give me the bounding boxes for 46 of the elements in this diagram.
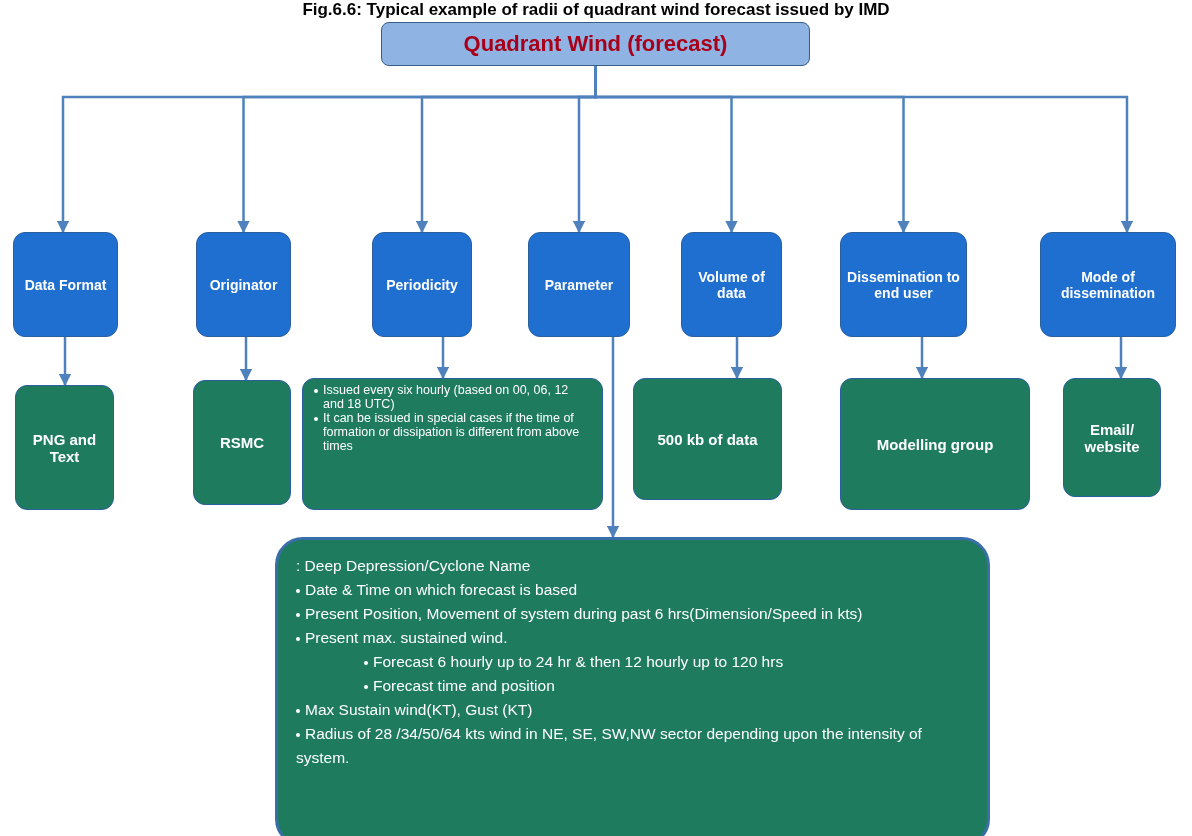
category-box — [372, 232, 472, 337]
node-text: Parameter — [544, 276, 614, 293]
connector-arrow — [58, 337, 72, 387]
node-text: Quadrant Wind (forecast) — [463, 31, 728, 57]
node-text: Radius of 28 /34/50/64 kts wind in NE, SE, SW,NW sector depending upon the intensity of system. — [296, 724, 923, 769]
result-box — [15, 385, 114, 510]
node-text: Present Position, Movement of system during past 6 hrs(Dimension/Speed in kts) — [296, 602, 863, 627]
node-text: 500 kb of data — [657, 430, 758, 448]
root-box — [381, 22, 810, 66]
category-box — [196, 232, 291, 337]
connector-arrow — [436, 337, 450, 380]
node-text: Originator — [209, 276, 278, 293]
node-text: Max Sustain wind(KT), Gust (KT) — [296, 698, 533, 723]
node-text: RSMC — [219, 434, 265, 451]
node-text: Periodicity — [386, 276, 458, 293]
category-box — [1040, 232, 1176, 337]
category-box — [840, 232, 967, 337]
node-text: Forecast time and position — [296, 674, 555, 699]
result-box — [275, 537, 990, 836]
connector-arrow — [730, 337, 744, 380]
category-box — [13, 232, 118, 337]
node-text: Present max. sustained wind. — [296, 626, 508, 651]
node-text: Forecast 6 hourly up to 24 hr & then 12 hourly up to 120 hrs — [296, 650, 784, 675]
node-text: Modelling group — [876, 435, 994, 453]
connector-arrow — [915, 337, 929, 380]
node-text: Date & Time on which forecast is based — [296, 578, 578, 603]
result-box — [1063, 378, 1161, 497]
node-text: Volume of data — [697, 268, 766, 301]
result-box — [840, 378, 1030, 510]
node-text: PNG and Text — [31, 430, 98, 465]
node-text: Dissemination to end user — [846, 268, 961, 301]
node-text: Mode of dissemination — [1059, 268, 1157, 301]
result-box — [302, 378, 603, 510]
category-box — [528, 232, 630, 337]
result-box — [633, 378, 782, 500]
node-text: Data Format — [24, 276, 107, 293]
node-text: It can be issued in special cases if the time of formation or dissipation is different from above times — [313, 411, 592, 453]
connector-arrow — [606, 337, 620, 539]
connector-arrow — [239, 337, 253, 382]
figure-title: Fig.6.6: Typical example of radii of quadrant wind forecast issued by IMD — [301, 0, 891, 20]
result-box — [193, 380, 291, 505]
category-box — [681, 232, 782, 337]
node-text: Issued every six hourly (based on 00, 06, 12 and 18 UTC) — [313, 383, 592, 411]
node-text: Email/ website — [1083, 420, 1141, 455]
node-text: : Deep Depression/Cyclone Name — [296, 556, 531, 576]
connector-arrow — [1114, 337, 1128, 380]
